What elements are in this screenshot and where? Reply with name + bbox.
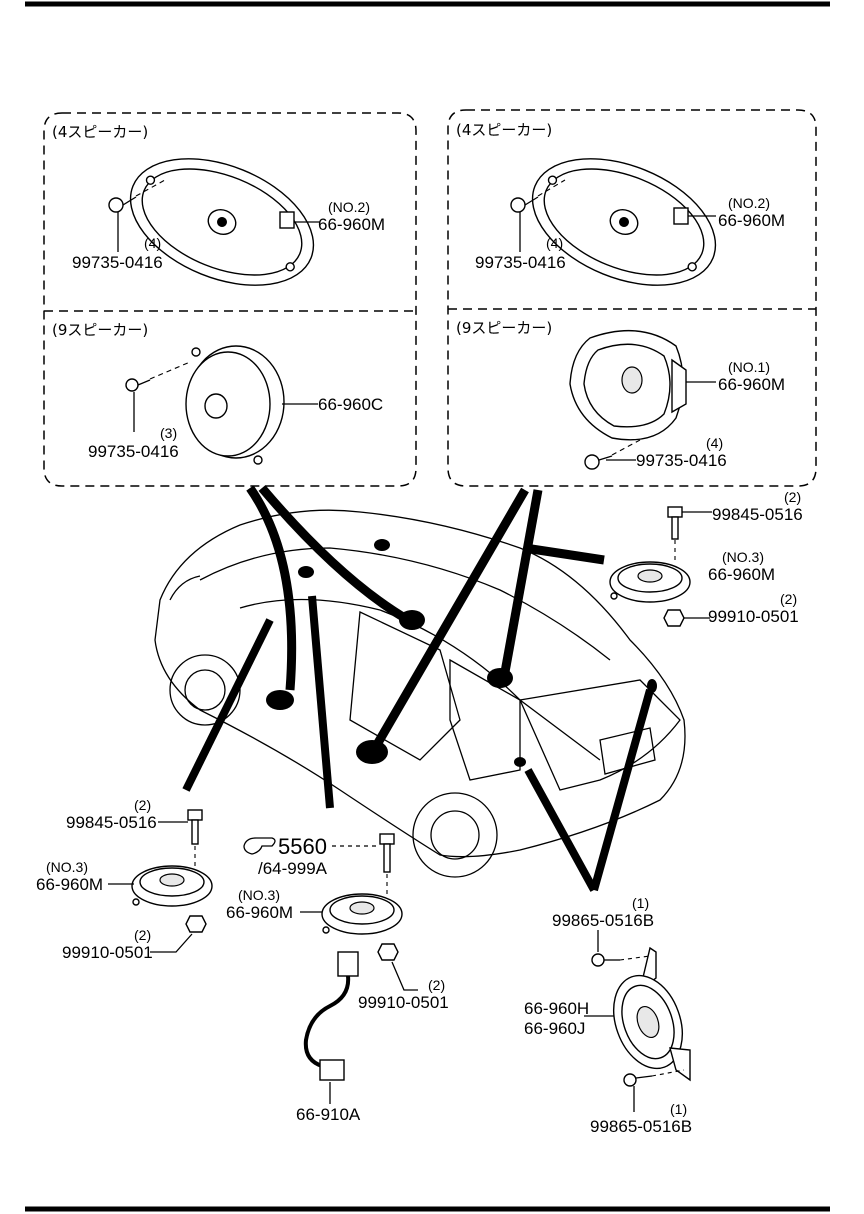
part-number: 99845-0516	[66, 813, 157, 832]
part-number: 66-960J	[524, 1019, 585, 1038]
nut-icon	[377, 943, 399, 961]
screw-icon	[591, 953, 651, 967]
part-qty: (4)	[706, 435, 723, 451]
part-qty: (2)	[134, 797, 151, 813]
speaker-icon	[321, 893, 403, 935]
screw-icon	[584, 439, 641, 470]
reference-number: 5560	[278, 834, 327, 859]
bolt-icon	[187, 809, 203, 866]
part-number: 99865-0516B	[552, 911, 654, 930]
speaker-icon	[613, 946, 691, 1082]
part-number: 66-960H	[524, 999, 589, 1018]
part-note: (NO.3)	[722, 549, 764, 565]
bolt-icon	[379, 833, 395, 894]
group-header-4-speaker-right: (4スピーカー)	[456, 121, 552, 139]
part-qty: (1)	[670, 1101, 687, 1117]
part-number: 99910-0501	[708, 607, 799, 626]
screw-icon	[623, 1069, 685, 1087]
leader-line	[391, 961, 418, 991]
vehicle-icon	[154, 509, 686, 878]
speaker-icon	[609, 561, 691, 603]
part-qty: (2)	[784, 489, 801, 505]
part-number: 66-960M	[708, 565, 775, 584]
nut-icon	[185, 915, 207, 933]
part-qty: (3)	[160, 425, 177, 441]
part-note: (NO.3)	[238, 887, 280, 903]
part-number: 66-960M	[718, 211, 785, 230]
speaker-icon	[129, 158, 315, 286]
part-number: 99910-0501	[62, 943, 153, 962]
part-qty: (2)	[428, 977, 445, 993]
part-number: 66-960M	[36, 875, 103, 894]
part-note: (NO.2)	[328, 199, 370, 215]
speaker-icon	[531, 158, 717, 286]
part-number: 66-960M	[718, 375, 785, 394]
speaker-icon	[569, 329, 687, 441]
connector-icon	[303, 951, 359, 1081]
group-header-9-speaker-left: (9スピーカー)	[52, 321, 148, 339]
part-number: 66-960C	[318, 395, 383, 414]
speaker-icon	[185, 345, 285, 465]
group-header-4-speaker-left: (4スピーカー)	[52, 123, 148, 141]
part-qty: (2)	[780, 591, 797, 607]
part-number: 99735-0416	[475, 253, 566, 272]
part-note: (NO.3)	[46, 859, 88, 875]
callout-pointers	[182, 485, 654, 892]
part-number: 66-960M	[226, 903, 293, 922]
group-header-9-speaker-right: (9スピーカー)	[456, 319, 552, 337]
part-number: 99735-0416	[88, 442, 179, 461]
part-number: 99865-0516B	[590, 1117, 692, 1136]
screw-icon	[108, 179, 166, 213]
leader-line	[150, 933, 193, 953]
reference-number: /64-999A	[258, 859, 328, 878]
bolt-icon	[667, 506, 683, 564]
part-qty: (2)	[134, 927, 151, 943]
part-number: 66-960M	[318, 215, 385, 234]
part-number: 99735-0416	[72, 253, 163, 272]
part-qty: (1)	[632, 895, 649, 911]
reference-hand-icon	[243, 837, 276, 855]
part-number: 99910-0501	[358, 993, 449, 1012]
screw-icon	[125, 361, 191, 392]
part-qty: (4)	[144, 235, 161, 251]
part-qty: (4)	[546, 235, 563, 251]
nut-icon	[663, 609, 685, 627]
part-note: (NO.1)	[728, 359, 770, 375]
part-number: 66-910A	[296, 1105, 361, 1124]
part-number: 99845-0516	[712, 505, 803, 524]
speaker-icon	[131, 865, 213, 907]
part-number: 99735-0416	[636, 451, 727, 470]
right-group-box	[447, 109, 817, 487]
part-note: (NO.2)	[728, 195, 770, 211]
screw-icon	[510, 179, 566, 213]
